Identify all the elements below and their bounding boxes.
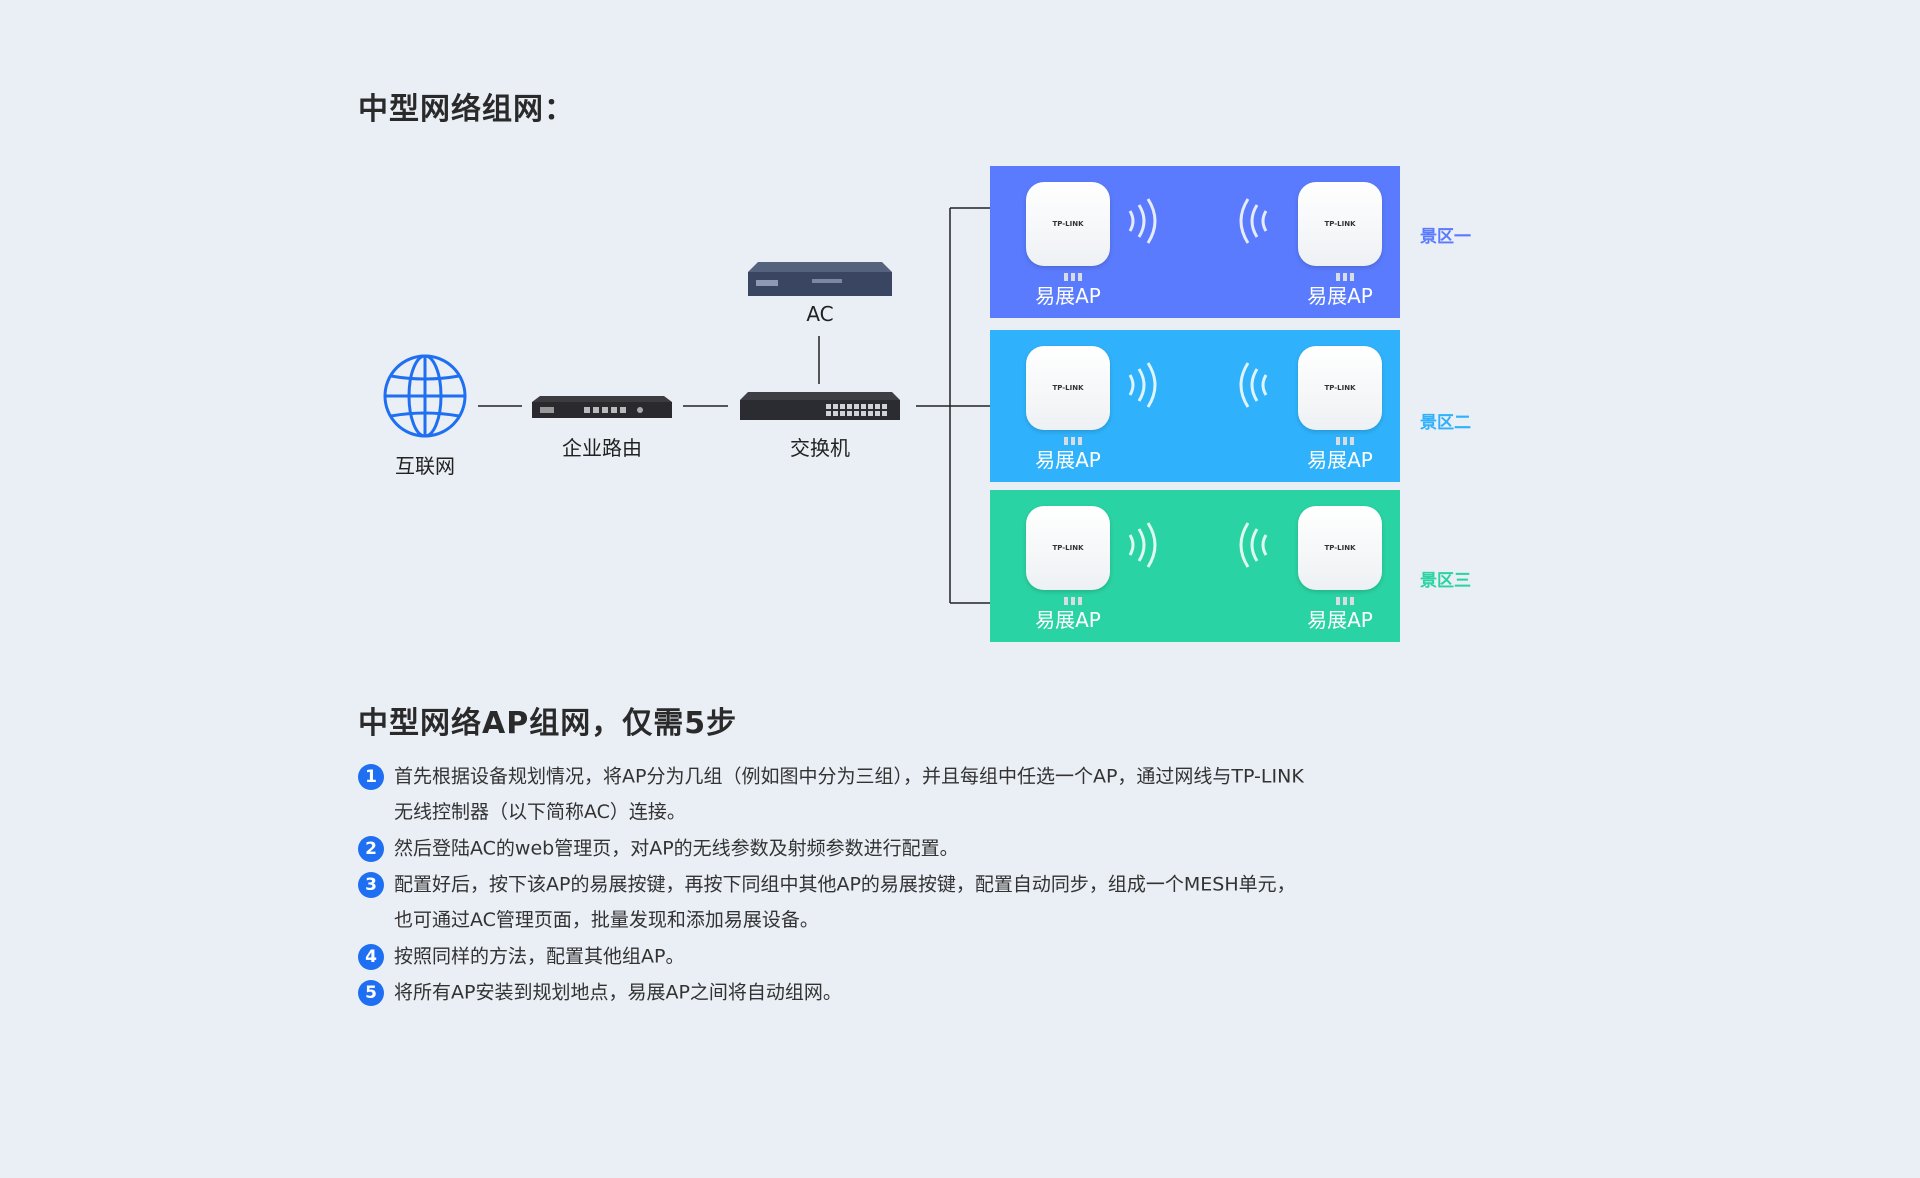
wifi-signal-icon bbox=[1128, 198, 1157, 244]
step-text-continued: 也可通过AC管理页面，批量发现和添加易展设备。 bbox=[394, 909, 819, 931]
step-number-badge: 1 bbox=[358, 763, 384, 790]
ap-device: TP-LINK bbox=[1026, 506, 1110, 605]
switch-label: 交换机 bbox=[790, 436, 850, 460]
step-number-badge: 3 bbox=[358, 871, 384, 898]
ap-device: TP-LINK bbox=[1298, 182, 1382, 281]
internet-label: 互联网 bbox=[395, 454, 455, 478]
step-text: 按照同样的方法，配置其他组AP。 bbox=[394, 945, 685, 968]
ap-label: 易展AP bbox=[1035, 448, 1101, 472]
device-brand: TP-LINK bbox=[1324, 220, 1356, 228]
connection-lines bbox=[478, 207, 990, 604]
step-number-badge: 5 bbox=[358, 979, 384, 1006]
zone-tag-3: 景区三 bbox=[1420, 571, 1471, 591]
ap-label: 易展AP bbox=[1307, 608, 1373, 632]
zone-tag-1: 景区一 bbox=[1420, 227, 1471, 247]
step-item-1: 1 首先根据设备规划情况，将AP分为几组（例如图中分为三组），并且每组中任选一个A… bbox=[358, 758, 1304, 795]
step-item-4: 4 按照同样的方法，配置其他组AP。 bbox=[358, 938, 684, 975]
ap-connectors bbox=[1336, 590, 1358, 605]
router-label: 企业路由 bbox=[562, 436, 642, 460]
ap-device: TP-LINK bbox=[1026, 182, 1110, 281]
step-number-badge: 4 bbox=[358, 943, 384, 970]
ap-device: TP-LINK bbox=[1298, 506, 1382, 605]
ap-connectors bbox=[1336, 430, 1358, 445]
switch-icon bbox=[740, 392, 900, 420]
wifi-signal-icon bbox=[1239, 522, 1268, 568]
device-brand: TP-LINK bbox=[1052, 220, 1084, 228]
wifi-signal-icon bbox=[1239, 198, 1268, 244]
device-brand: TP-LINK bbox=[1052, 544, 1084, 552]
step-item-5: 5 将所有AP安装到规划地点，易展AP之间将自动组网。 bbox=[358, 974, 842, 1011]
ap-label: 易展AP bbox=[1307, 284, 1373, 308]
wifi-signal-icon bbox=[1239, 362, 1268, 408]
device-brand: TP-LINK bbox=[1052, 384, 1084, 392]
network-diagram bbox=[383, 207, 990, 604]
ap-label: 易展AP bbox=[1035, 608, 1101, 632]
step-text: 然后登陆AC的web管理页，对AP的无线参数及射频参数进行配置。 bbox=[394, 837, 959, 860]
ap-connectors bbox=[1336, 266, 1358, 281]
step-text-continued: 无线控制器（以下简称AC）连接。 bbox=[394, 801, 686, 823]
ac-label: AC bbox=[806, 302, 834, 326]
ap-label: 易展AP bbox=[1307, 448, 1373, 472]
zone-panel-3: TP-LINK TP-LINK 易展AP 易展AP bbox=[990, 490, 1400, 642]
ap-connectors bbox=[1064, 430, 1086, 445]
device-brand: TP-LINK bbox=[1324, 544, 1356, 552]
ap-label: 易展AP bbox=[1035, 284, 1101, 308]
step-text: 配置好后，按下该AP的易展按键，再按下同组中其他AP的易展按键，配置自动同步，组… bbox=[394, 873, 1296, 896]
zone-panel-2: TP-LINK TP-LINK 易展AP 易展AP bbox=[990, 330, 1400, 482]
step-number-badge: 2 bbox=[358, 835, 384, 862]
router-icon bbox=[532, 396, 672, 418]
step-text: 将所有AP安装到规划地点，易展AP之间将自动组网。 bbox=[394, 981, 842, 1004]
zone-panel-1: TP-LINK TP-LINK 易展AP 易展AP bbox=[990, 166, 1400, 318]
section-title-network: 中型网络组网： bbox=[358, 92, 575, 127]
wifi-signal-icon bbox=[1128, 522, 1157, 568]
ap-device: TP-LINK bbox=[1298, 346, 1382, 445]
ap-connectors bbox=[1064, 266, 1086, 281]
ap-connectors bbox=[1064, 590, 1086, 605]
wifi-signal-icon bbox=[1128, 362, 1157, 408]
globe-icon bbox=[383, 354, 467, 438]
step-item-3: 3 配置好后，按下该AP的易展按键，再按下同组中其他AP的易展按键，配置自动同步，… bbox=[358, 866, 1296, 903]
step-text: 首先根据设备规划情况，将AP分为几组（例如图中分为三组），并且每组中任选一个AP… bbox=[394, 765, 1304, 788]
ap-device: TP-LINK bbox=[1026, 346, 1110, 445]
step-item-2: 2 然后登陆AC的web管理页，对AP的无线参数及射频参数进行配置。 bbox=[358, 830, 959, 867]
zone-tag-2: 景区二 bbox=[1420, 413, 1471, 433]
section-title-steps: 中型网络AP组网，仅需5步 bbox=[358, 706, 738, 741]
device-brand: TP-LINK bbox=[1324, 384, 1356, 392]
ac-controller-icon bbox=[748, 262, 892, 296]
